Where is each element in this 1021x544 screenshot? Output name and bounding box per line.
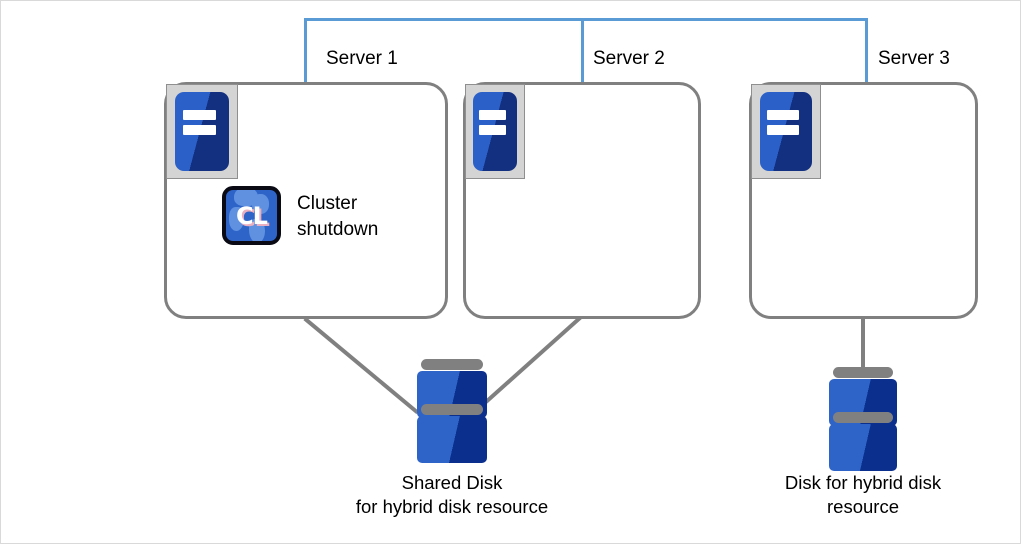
server-icon-bar xyxy=(767,109,800,120)
server-icon-bar xyxy=(182,109,216,120)
cluster-icon-blob xyxy=(251,194,269,215)
server-box-3[interactable] xyxy=(749,82,978,319)
shared-disk-icon[interactable] xyxy=(417,359,487,463)
disk-cap xyxy=(421,404,483,415)
server-box-1[interactable]: CL Cluster shutdown xyxy=(164,82,448,319)
hybrid-disk-caption-line2: resource xyxy=(827,496,899,517)
disk-plate xyxy=(417,416,487,463)
bracket-horizontal-line xyxy=(304,18,868,21)
server-box-2[interactable] xyxy=(463,82,701,319)
server-icon-body xyxy=(760,92,812,171)
disk-plate xyxy=(829,424,897,471)
server-icon-body xyxy=(472,92,518,171)
server-label-3: Server 3 xyxy=(878,48,950,69)
shared-disk-caption-line1: Shared Disk xyxy=(401,472,503,493)
server-icon-bar xyxy=(182,125,216,136)
cluster-icon-text: CL xyxy=(236,201,268,230)
hybrid-disk-icon[interactable] xyxy=(829,367,897,471)
server-icon-body xyxy=(175,92,229,171)
cluster-icon-blob xyxy=(229,207,245,231)
server-icon xyxy=(166,84,238,179)
server-icon-bar xyxy=(479,125,507,136)
bracket-drop-line-server-3 xyxy=(865,18,868,84)
connector-server3-to-hybrid-disk xyxy=(861,317,865,371)
disk-cap xyxy=(833,367,893,378)
server-icon xyxy=(465,84,525,179)
server-icon-bar xyxy=(479,109,507,120)
bracket-drop-line-server-2 xyxy=(581,18,584,84)
server-label-1: Server 1 xyxy=(326,48,398,69)
server-icon xyxy=(751,84,821,179)
cluster-icon-blob xyxy=(249,218,265,241)
server-label-2: Server 2 xyxy=(593,48,665,69)
connector-server2-to-shared-disk xyxy=(476,314,584,411)
cluster-shutdown-icon[interactable]: CL xyxy=(222,186,281,245)
cluster-shutdown-label-line2: shutdown xyxy=(297,219,379,240)
disk-cap xyxy=(833,412,893,423)
cluster-shutdown-label-line1: Cluster xyxy=(297,193,358,214)
hybrid-disk-caption-line1: Disk for hybrid disk xyxy=(784,472,942,493)
connector-server1-to-shared-disk xyxy=(303,317,419,415)
server-icon-bar xyxy=(767,125,800,136)
bracket-drop-line-server-1 xyxy=(304,18,307,84)
shared-disk-caption-line2: for hybrid disk resource xyxy=(355,496,549,517)
disk-cap xyxy=(421,359,483,370)
